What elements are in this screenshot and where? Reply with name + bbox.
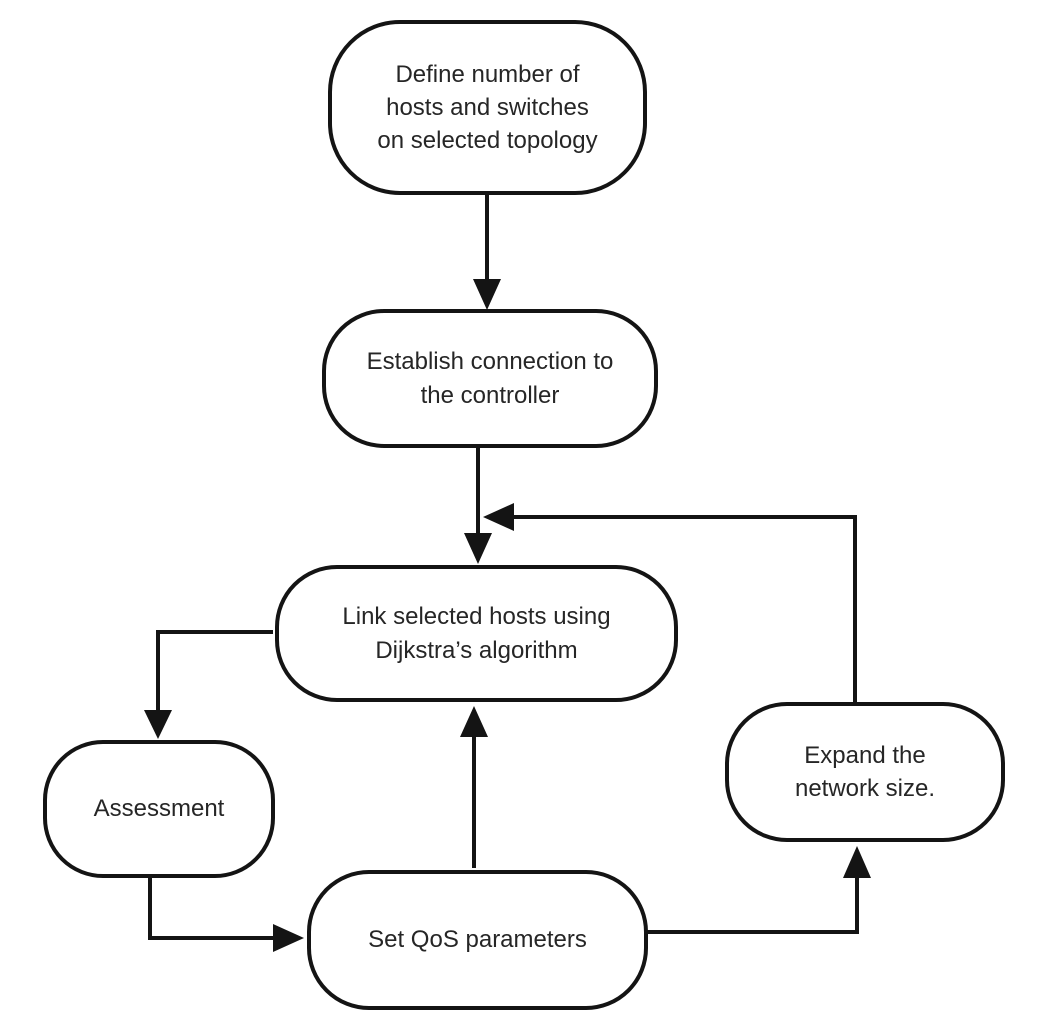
arrow-assessment-to-qos (148, 876, 304, 952)
arrow-define-to-establish (473, 193, 501, 310)
arrow-qos-to-link (460, 706, 488, 868)
node-assessment: Assessment (43, 740, 275, 878)
arrow-establish-to-link (464, 446, 492, 564)
node-expand-network-size: Expand the network size. (725, 702, 1005, 842)
node-qos-label: Set QoS parameters (368, 926, 587, 954)
node-assessment-label: Assessment (93, 795, 225, 823)
node-link-label: Link selected hosts using Dijkstra’s alg… (342, 603, 611, 664)
node-link-hosts-dijkstra: Link selected hosts using Dijkstra’s alg… (275, 565, 678, 702)
node-establish-connection: Establish connection to the controller (322, 309, 658, 448)
node-define-label: Define number of hosts and switches on s… (377, 60, 598, 155)
node-establish-label: Establish connection to the controller (366, 348, 614, 409)
arrow-qos-to-expand (646, 846, 871, 934)
arrow-expand-to-link-feedback (483, 503, 857, 704)
node-define-hosts-switches: Define number of hosts and switches on s… (328, 20, 647, 195)
arrow-link-to-assessment (144, 630, 273, 739)
node-set-qos-parameters: Set QoS parameters (307, 870, 648, 1010)
node-expand-label: Expand the network size. (794, 741, 936, 802)
